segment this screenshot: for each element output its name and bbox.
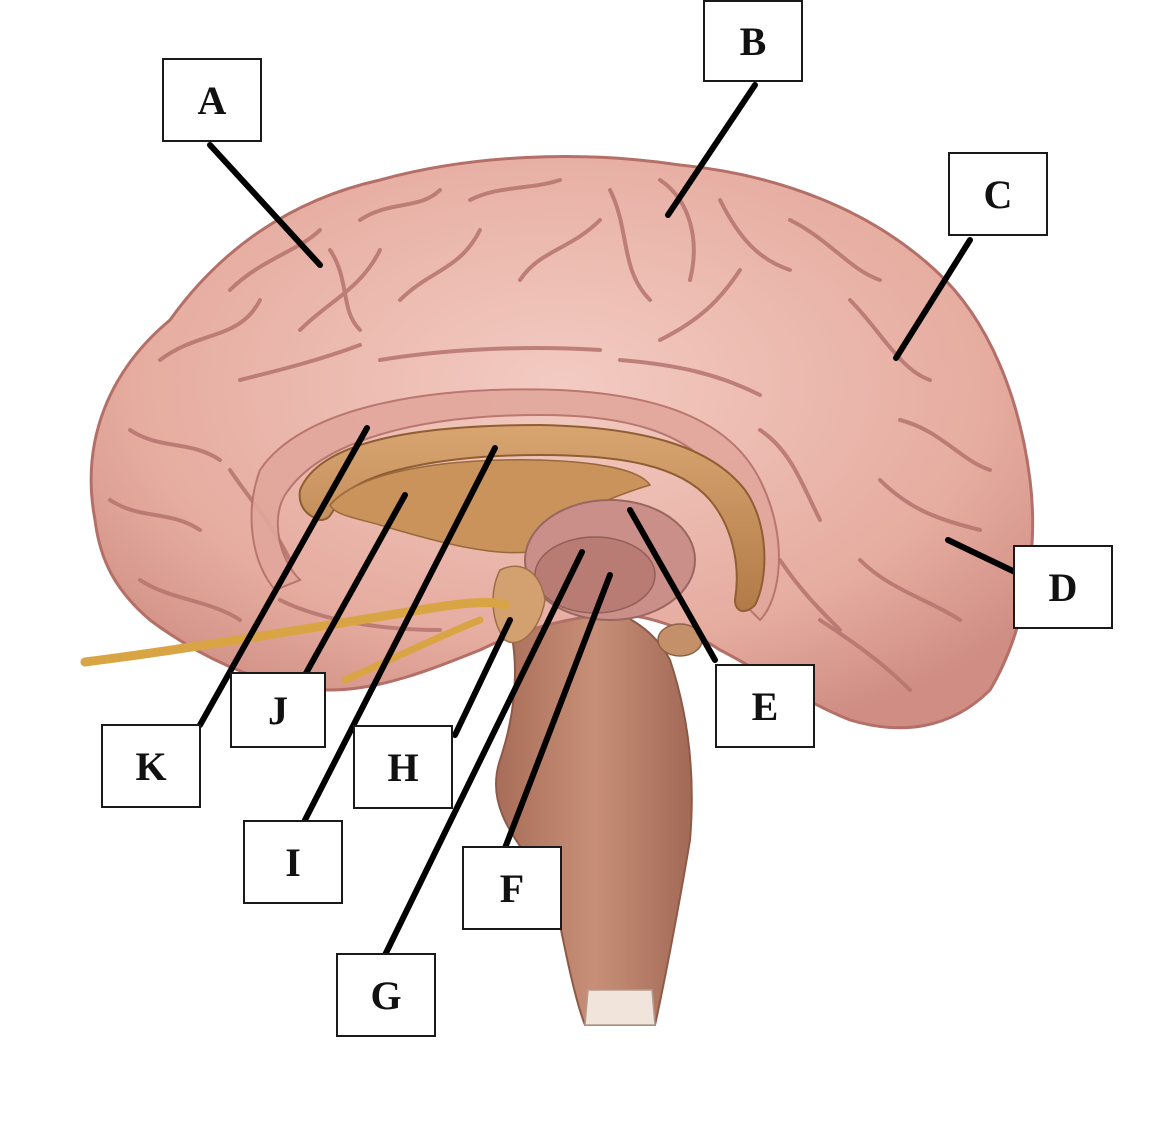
label-c: C — [948, 152, 1048, 236]
leader-line-j — [302, 492, 408, 678]
olfactory-tract — [341, 616, 484, 684]
label-b-text: B — [739, 18, 767, 64]
label-h-text: H — [387, 744, 419, 790]
leader-line-c — [893, 237, 973, 361]
leader-line-i — [302, 445, 498, 823]
label-g: G — [336, 953, 436, 1037]
leader-line-a — [207, 142, 323, 268]
leader-line-h — [452, 617, 513, 738]
label-h: H — [353, 725, 453, 809]
leader-line-b — [665, 82, 758, 218]
label-e-text: E — [751, 683, 779, 729]
label-i: I — [243, 820, 343, 904]
label-k: K — [101, 724, 201, 808]
label-i-text: I — [285, 839, 301, 885]
leader-line-g — [382, 549, 585, 958]
label-f-text: F — [499, 865, 525, 911]
leader-line-e — [627, 507, 718, 663]
optic-nerve — [80, 598, 510, 667]
leader-line-d — [945, 537, 1018, 575]
label-j-text: J — [268, 687, 288, 733]
label-d-text: D — [1048, 564, 1078, 610]
label-a: A — [162, 58, 262, 142]
label-k-text: K — [135, 743, 167, 789]
gyri-folds — [108, 178, 992, 692]
label-e: E — [715, 664, 815, 748]
leader-line-k — [197, 425, 370, 728]
label-b: B — [703, 0, 803, 82]
leader-line-f — [502, 572, 613, 851]
label-f: F — [462, 846, 562, 930]
spinal-cord-cut — [584, 989, 656, 1026]
label-d: D — [1013, 545, 1113, 629]
label-g-text: G — [370, 972, 402, 1018]
label-c-text: C — [983, 171, 1013, 217]
label-a-text: A — [197, 77, 227, 123]
label-j: J — [230, 672, 326, 748]
